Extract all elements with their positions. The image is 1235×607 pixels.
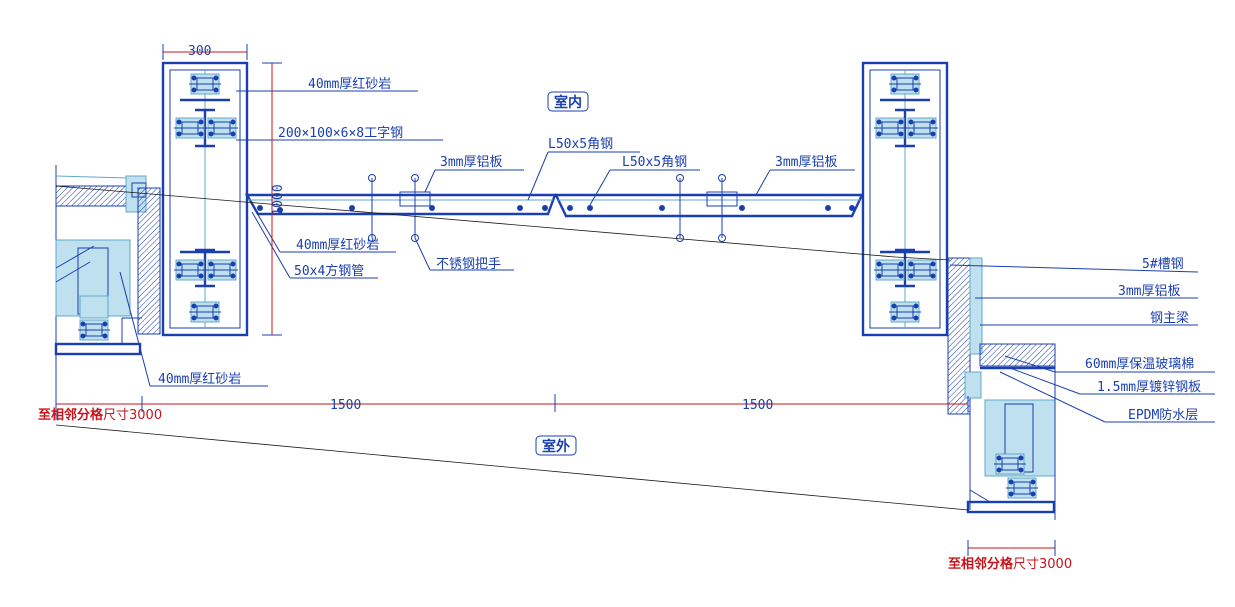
label-square-tube: 50x4方钢管 xyxy=(294,263,364,279)
dim-grid-left-num: 尺寸3000 xyxy=(103,408,162,423)
label-glasswool: 60mm厚保温玻璃棉 xyxy=(1085,357,1194,372)
louver-panels xyxy=(244,174,864,242)
label-sandstone-mid: 40mm厚红砂岩 xyxy=(296,237,379,253)
leader-lines xyxy=(119,90,1215,423)
dim-grid-right-text: 至相邻分格 xyxy=(948,556,1014,572)
label-angle-1: L50x5角钢 xyxy=(548,137,613,152)
label-sandstone-top: 40mm厚红砂岩 xyxy=(308,76,391,92)
room-outside-frame xyxy=(535,435,577,456)
dim-span-left: 1500 xyxy=(330,398,361,413)
label-galv: 1.5mm厚镀锌钢板 xyxy=(1097,379,1201,395)
dim-height: 1000 xyxy=(271,184,286,215)
perspective-lines xyxy=(55,185,969,511)
dim-grid-left-text: 至相邻分格 xyxy=(38,407,104,423)
label-angle-2: L50x5角钢 xyxy=(622,155,687,170)
label-ibeam: 200×100×6×8工字钢 xyxy=(278,126,403,141)
dimension-lines xyxy=(55,44,1056,556)
label-main-beam: 钢主梁 xyxy=(1150,311,1189,326)
right-column-box xyxy=(861,61,949,337)
label-alu-3: 3mm厚铝板 xyxy=(1118,284,1180,299)
left-wall-structure xyxy=(54,165,161,420)
label-alu-2: 3mm厚铝板 xyxy=(775,155,837,170)
dim-grid-left: 至相邻分格尺寸3000 xyxy=(38,407,162,423)
dim-grid-right-num: 尺寸3000 xyxy=(1013,557,1072,572)
dim-grid-right: 至相邻分格尺寸3000 xyxy=(948,556,1072,572)
label-epdm: EPDM防水层 xyxy=(1128,407,1198,423)
label-alu-1: 3mm厚铝板 xyxy=(440,155,502,170)
label-sandstone-bottom: 40mm厚红砂岩 xyxy=(158,371,241,387)
room-inside: 室内 xyxy=(554,94,582,111)
room-outside: 室外 xyxy=(542,438,570,455)
right-wall-structure xyxy=(947,257,1056,520)
label-channel: 5#槽钢 xyxy=(1142,257,1184,272)
label-handle: 不锈钢把手 xyxy=(436,257,501,272)
room-inside-frame xyxy=(547,91,589,112)
dim-top-width: 300 xyxy=(188,44,211,59)
dim-span-right: 1500 xyxy=(742,398,773,413)
